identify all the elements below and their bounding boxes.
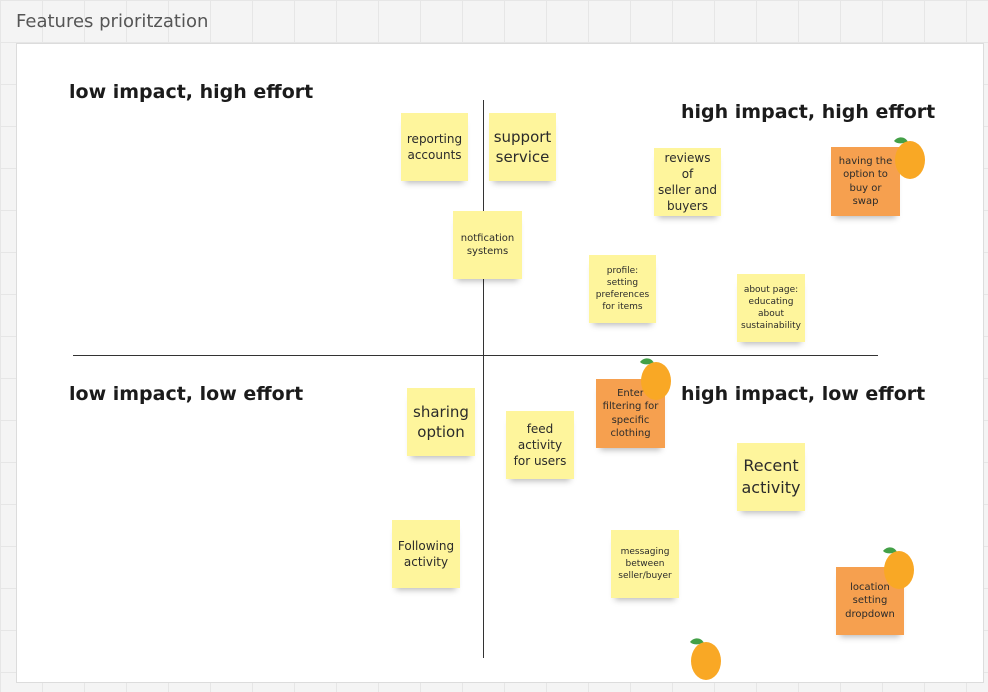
sticky-note-notification-systems[interactable]: notfication systems: [453, 211, 522, 279]
quadrant-label-high-impact-low-effort[interactable]: high impact, low effort: [681, 383, 926, 405]
sticky-note-reviews[interactable]: reviews of seller and buyers: [654, 148, 721, 216]
sticky-note-support-service[interactable]: support service: [489, 113, 556, 181]
quadrant-label-low-impact-low-effort[interactable]: low impact, low effort: [69, 383, 304, 405]
quadrant-label-high-impact-high-effort[interactable]: high impact, high effort: [681, 101, 936, 123]
sticky-note-reporting-accounts[interactable]: reporting accounts: [401, 113, 468, 181]
frame-title[interactable]: Features prioritzation: [16, 11, 209, 32]
sticky-note-profile-preferences[interactable]: profile: setting preferences for items: [589, 255, 656, 323]
sticky-note-following-activity[interactable]: Following activity: [392, 520, 460, 588]
sticky-note-buy-or-swap[interactable]: having the option to buy or swap: [831, 147, 900, 216]
mango-sticker-icon[interactable]: [684, 636, 724, 682]
horizontal-axis-line[interactable]: [73, 355, 878, 356]
sticky-note-sharing-option[interactable]: sharing option: [407, 388, 475, 456]
sticky-note-feed-activity[interactable]: feed activity for users: [506, 411, 574, 479]
vertical-axis-line[interactable]: [483, 100, 484, 658]
sticky-note-messaging[interactable]: messaging between seller/buyer: [611, 530, 679, 598]
sticky-note-recent-activity[interactable]: Recent activity: [737, 443, 805, 511]
mango-sticker-icon[interactable]: [634, 356, 674, 402]
mango-sticker-icon[interactable]: [877, 545, 917, 591]
mango-sticker-icon[interactable]: [888, 135, 928, 181]
sticky-note-about-page[interactable]: about page: educating about sustainabili…: [737, 274, 805, 342]
quadrant-label-low-impact-high-effort[interactable]: low impact, high effort: [69, 81, 314, 103]
